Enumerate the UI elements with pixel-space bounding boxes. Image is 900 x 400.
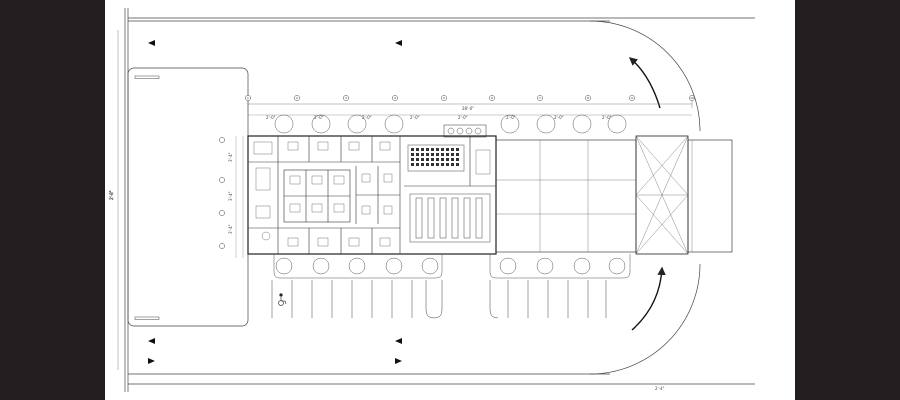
bay-label: 2'-0" xyxy=(554,115,564,120)
bay-label: 2'-0" xyxy=(314,115,324,120)
tree-row-top xyxy=(274,114,627,138)
curved-arrow-icon xyxy=(628,57,661,109)
svg-text:3'-4": 3'-4" xyxy=(228,191,233,201)
training-room-seating xyxy=(407,144,465,172)
grid-bubble xyxy=(537,95,543,101)
arrowhead-icon xyxy=(395,338,402,344)
training-seats xyxy=(411,148,459,166)
grid-label: 1 xyxy=(247,96,249,100)
grid-label: 7 xyxy=(539,96,541,100)
storage-racks xyxy=(409,193,491,243)
parking-stop-top xyxy=(134,75,160,79)
parking-stop-bottom xyxy=(134,316,160,320)
drawing-sheet xyxy=(105,0,795,400)
left-frame-bar xyxy=(0,0,105,400)
tree-row-bottom xyxy=(273,254,631,279)
grid-bubble xyxy=(629,95,635,101)
bay-label: 2'-0" xyxy=(506,115,516,120)
grid-label: 2 xyxy=(296,96,298,100)
overall-width-label: 28'-0" xyxy=(462,106,474,111)
warehouse-bays xyxy=(496,135,693,255)
column-grid-labels: 1 2 3 4 5 6 7 8 9 10 xyxy=(247,96,694,100)
arrowhead-icon xyxy=(148,40,155,46)
grid-label: 5 xyxy=(443,96,445,100)
grid-bubble xyxy=(441,95,447,101)
grid-label: 4 xyxy=(394,96,396,100)
traffic-arrows xyxy=(148,40,402,364)
interior-walls xyxy=(248,136,496,254)
arrowhead-icon xyxy=(148,338,155,344)
right-frame-bar xyxy=(795,0,900,400)
grid-bubble xyxy=(585,95,591,101)
site-length-label: 2'-8" xyxy=(109,190,114,200)
bay-label: 2'-0" xyxy=(602,115,612,120)
grid-bubble xyxy=(343,95,349,101)
grid-label: 6 xyxy=(491,96,493,100)
curved-arrow-icon xyxy=(631,266,666,331)
grid-label: 10 xyxy=(690,96,694,100)
bay-dimension-labels: 2'-0" 2'-0" 2'-0" 2'-0" 2'-0" 2'-0" 2'-0… xyxy=(266,115,612,120)
bay-label: 2'-0" xyxy=(266,115,276,120)
arrowhead-icon xyxy=(395,40,402,46)
svg-text:3'-4": 3'-4" xyxy=(228,152,233,162)
grid-label: 3 xyxy=(345,96,347,100)
site-length-dimension: 2'-8" xyxy=(109,30,119,370)
grid-bubble xyxy=(392,95,398,101)
overall-dimension: 28'-0" xyxy=(247,100,693,111)
arrowhead-icon xyxy=(395,358,402,364)
bay-label: 2'-0" xyxy=(362,115,372,120)
grid-bubble xyxy=(245,95,251,101)
svg-text:3'-4": 3'-4" xyxy=(228,224,233,234)
grid-bubble xyxy=(689,95,695,101)
grid-bubble xyxy=(294,95,300,101)
parking-stalls xyxy=(271,280,607,319)
grid-bubble xyxy=(489,95,495,101)
bay-label: 2'-0" xyxy=(458,115,468,120)
row-grid xyxy=(219,136,244,258)
arrowhead-icon xyxy=(148,358,155,364)
grid-label: 8 xyxy=(587,96,589,100)
site-depth-label: 2'-4" xyxy=(655,386,665,391)
bay-label: 2'-0" xyxy=(410,115,420,120)
row-dimension-labels: 3'-4" 3'-4" 3'-4" xyxy=(228,152,233,234)
grid-label: 9 xyxy=(631,96,633,100)
wheelchair-icon xyxy=(278,293,287,306)
office-furniture xyxy=(253,141,491,247)
column-grid xyxy=(245,95,695,101)
